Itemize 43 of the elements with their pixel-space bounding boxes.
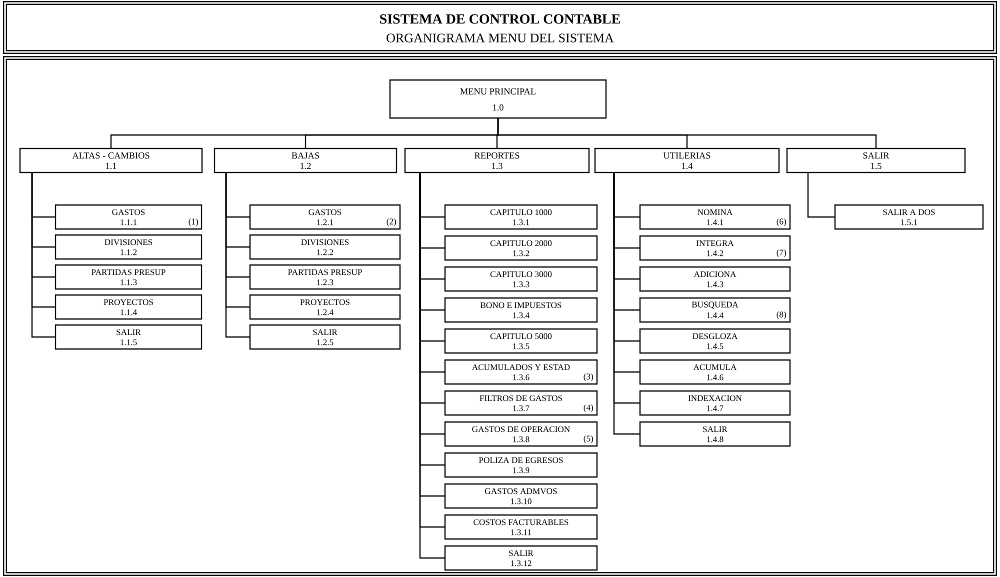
menu-box: SALIR 1.5	[786, 148, 966, 174]
menu-box: GASTOS 1.1.1 (1)	[54, 204, 202, 230]
menu-box: DESGLOZA 1.4.5	[639, 328, 791, 354]
menu-box: ACUMULA 1.4.6	[639, 359, 791, 385]
connector-line	[31, 173, 56, 338]
menu-box: BAJAS 1.2	[214, 148, 398, 174]
menu-box: CAPITULO 1000 1.3.1	[444, 204, 598, 230]
menu-box: COSTOS FACTURABLES 1.3.11	[444, 514, 598, 540]
menu-box: GASTOS ADMVOS 1.3.10	[444, 483, 598, 509]
connector-line	[497, 118, 877, 148]
menu-box: CAPITULO 5000 1.3.5	[444, 328, 598, 354]
menu-box: PROYECTOS 1.1.4	[54, 294, 202, 320]
menu-box: GASTOS DE OPERACION 1.3.8 (5)	[444, 421, 598, 447]
connector-line	[807, 173, 835, 218]
menu-box: PARTIDAS PRESUP 1.1.3	[54, 264, 202, 290]
menu-box: MENU PRINCIPAL 1.0	[389, 79, 607, 119]
connector-line	[225, 173, 250, 338]
menu-box: PROYECTOS 1.2.4	[249, 294, 401, 320]
menu-box: FILTROS DE GASTOS 1.3.7 (4)	[444, 390, 598, 416]
menu-box: DIVISIONES 1.1.2	[54, 234, 202, 260]
subtitle: ORGANIGRAMA MENU DEL SISTEMA	[386, 34, 614, 42]
menu-box: ALTAS - CAMBIOS 1.1	[19, 148, 203, 174]
menu-box: GASTOS 1.2.1 (2)	[249, 204, 401, 230]
menu-box: DIVISIONES 1.2.2	[249, 234, 401, 260]
menu-box: SALIR A DOS 1.5.1	[834, 204, 984, 230]
menu-box: SALIR 1.4.8	[639, 421, 791, 447]
menu-box: INTEGRA 1.4.2 (7)	[639, 235, 791, 261]
menu-box: REPORTES 1.3	[404, 148, 590, 174]
menu-box: POLIZA DE EGRESOS 1.3.9	[444, 452, 598, 478]
menu-box: SALIR 1.3.12	[444, 545, 598, 571]
menu-box: SALIR 1.1.5	[54, 324, 202, 350]
menu-box: ADICIONA 1.4.3	[639, 266, 791, 292]
menu-box: CAPITULO 3000 1.3.3	[444, 266, 598, 292]
menu-box: BUSQUEDA 1.4.4 (8)	[639, 297, 791, 323]
menu-box: CAPITULO 2000 1.3.2	[444, 235, 598, 261]
menu-box: PARTIDAS PRESUP 1.2.3	[249, 264, 401, 290]
menu-box: ACUMULADOS Y ESTAD 1.3.6 (3)	[444, 359, 598, 385]
menu-box: UTILERIAS 1.4	[594, 148, 780, 174]
menu-box: INDEXACION 1.4.7	[639, 390, 791, 416]
title: SISTEMA DE CONTROL CONTABLE	[380, 14, 620, 24]
menu-box: SALIR 1.2.5	[249, 324, 401, 350]
menu-box: BONO E IMPUESTOS 1.3.4	[444, 297, 598, 323]
menu-box: NOMINA 1.4.1 (6)	[639, 204, 791, 230]
